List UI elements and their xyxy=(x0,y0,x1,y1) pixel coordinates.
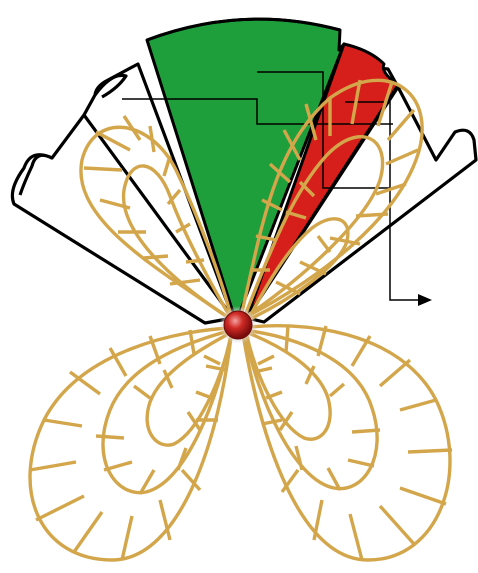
center-sphere xyxy=(224,311,252,339)
right-pointing-arrow xyxy=(418,294,432,306)
lobe-lower-right xyxy=(242,326,452,560)
lobe-lower-left xyxy=(30,328,232,560)
